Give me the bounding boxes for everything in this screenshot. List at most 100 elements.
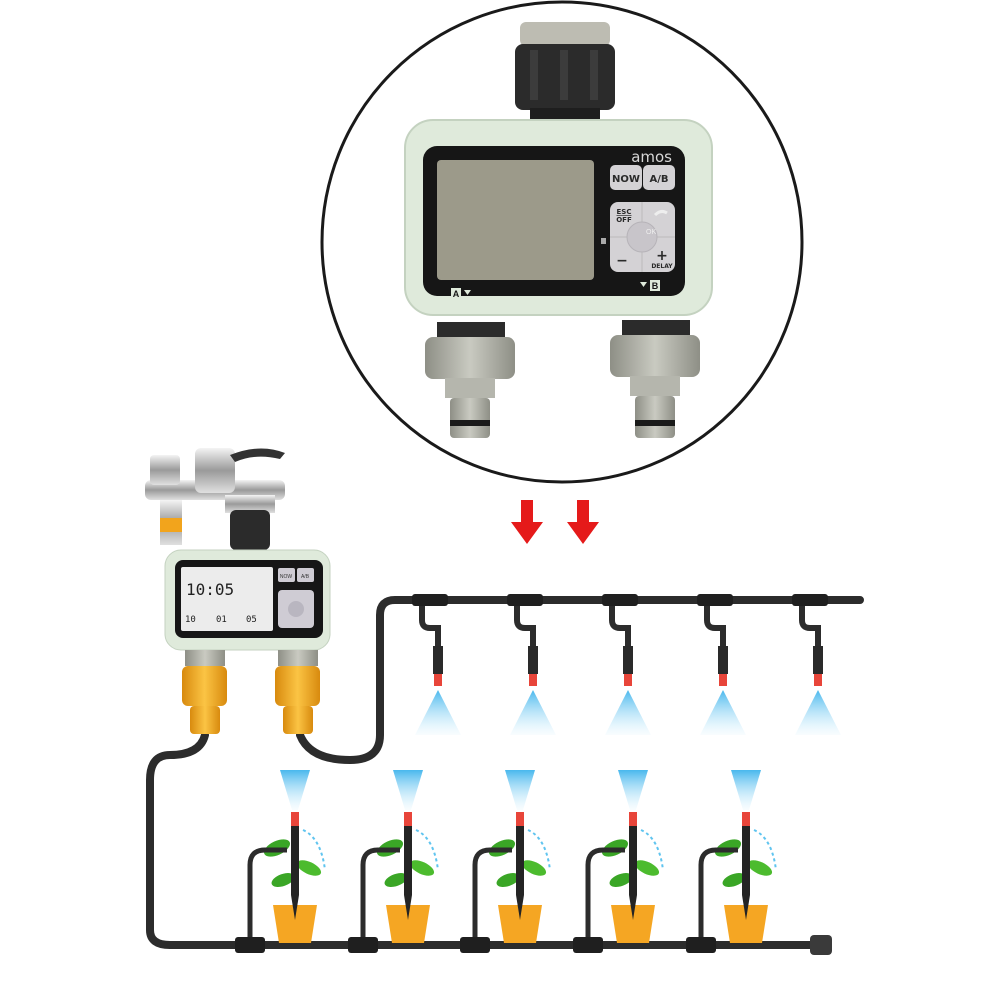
water-drip [527,829,551,871]
sprayer-stake [718,646,728,674]
inlet-cap [520,22,610,46]
lock-icon [601,238,606,244]
hose-end-plug [810,935,832,955]
small-lcd-value: 10 [185,615,196,625]
small-lcd [181,567,273,631]
minus-button[interactable]: − [616,253,628,269]
leaf [634,860,660,876]
leaf [409,860,435,876]
spray-tube [419,606,441,648]
water-drip [640,829,664,871]
small-lcd-time: 10:05 [186,580,234,599]
zoom-circle [320,0,804,484]
arrow-down-icon [511,500,543,544]
plant-pot [386,905,430,943]
leaf [296,860,322,876]
drip-stake [629,820,637,920]
leaf [521,860,547,876]
potted-plants [235,770,777,953]
tee-connector [348,937,378,953]
water-spray [415,690,461,735]
spray-tube [799,606,821,648]
water-drip [753,829,777,871]
small-now-button: NOW [280,574,293,580]
tee-connector [792,594,828,606]
water-spray [605,690,651,735]
overhead-sprayer [412,594,461,735]
tee-connector [412,594,448,606]
water-spray [505,770,535,810]
drip-nozzle [742,812,750,826]
tee-connector [686,937,716,953]
feed-tube [472,847,512,945]
plant-pot [273,905,317,943]
plant-pot [498,905,542,943]
spray-tube [609,606,631,648]
now-button[interactable] [610,165,642,190]
hose-lower [146,731,819,949]
spray-nozzle [529,674,537,686]
spray-nozzle [719,674,727,686]
drip-stake [742,820,750,920]
drip-nozzle [404,812,412,826]
sprayer-stake [813,646,823,674]
overhead-sprayer [792,594,841,735]
spray-tube [514,606,536,648]
water-spray [795,690,841,735]
water-drip [415,829,439,871]
sprayer-stake [433,646,443,674]
leaf [496,873,520,887]
faucet [145,448,285,550]
tee-connector [235,937,265,953]
manual-water-icon [653,209,668,217]
now-button-label: NOW [612,174,640,185]
esc-button[interactable]: ESC [617,208,632,216]
ok-button[interactable] [626,221,658,253]
feed-tube [698,847,738,945]
small-ab-button: A/B [301,574,310,580]
off-label: OFF [616,216,632,224]
spray-nozzle [434,674,442,686]
water-timer-closeup: amos NOW A/B OK ESC OFF − + DELAY A B [404,22,713,438]
potted-plant [460,770,551,953]
potted-plant [348,770,439,953]
water-timer-installed: 10:05 10 01 05 NOW A/B [164,549,331,734]
leaf [384,873,408,887]
spray-nozzle [624,674,632,686]
outlet-a-label: A [453,289,460,299]
leaf [722,873,746,887]
water-spray [700,690,746,735]
outlet-b-connector [610,320,700,438]
water-spray [731,770,761,810]
plus-button[interactable]: + [656,248,668,264]
drip-nozzle [516,812,524,826]
water-drip [302,829,326,871]
outlet-a-connector [425,322,515,438]
leaf [271,873,295,887]
potted-plant [686,770,777,953]
water-spray [618,770,648,810]
lcd-screen [437,160,594,280]
leaf [609,873,633,887]
outlet-b-orange-connector [275,650,320,734]
outlet-b-label: B [652,281,659,291]
overhead-sprayer [697,594,746,735]
plant-pot [724,905,768,943]
outlet-a-orange-connector [182,650,227,734]
flow-arrows [511,500,599,544]
water-spray [280,770,310,810]
ab-button[interactable] [643,165,675,190]
drip-stake [291,820,299,920]
sprayer-stake [528,646,538,674]
brand-logo: amos [631,148,672,166]
tee-connector [602,594,638,606]
tee-connector [697,594,733,606]
drip-nozzle [291,812,299,826]
drip-stake [404,820,412,920]
delay-label: DELAY [651,263,673,270]
hose-network [146,596,864,949]
water-spray [510,690,556,735]
overhead-sprayers [412,594,841,735]
